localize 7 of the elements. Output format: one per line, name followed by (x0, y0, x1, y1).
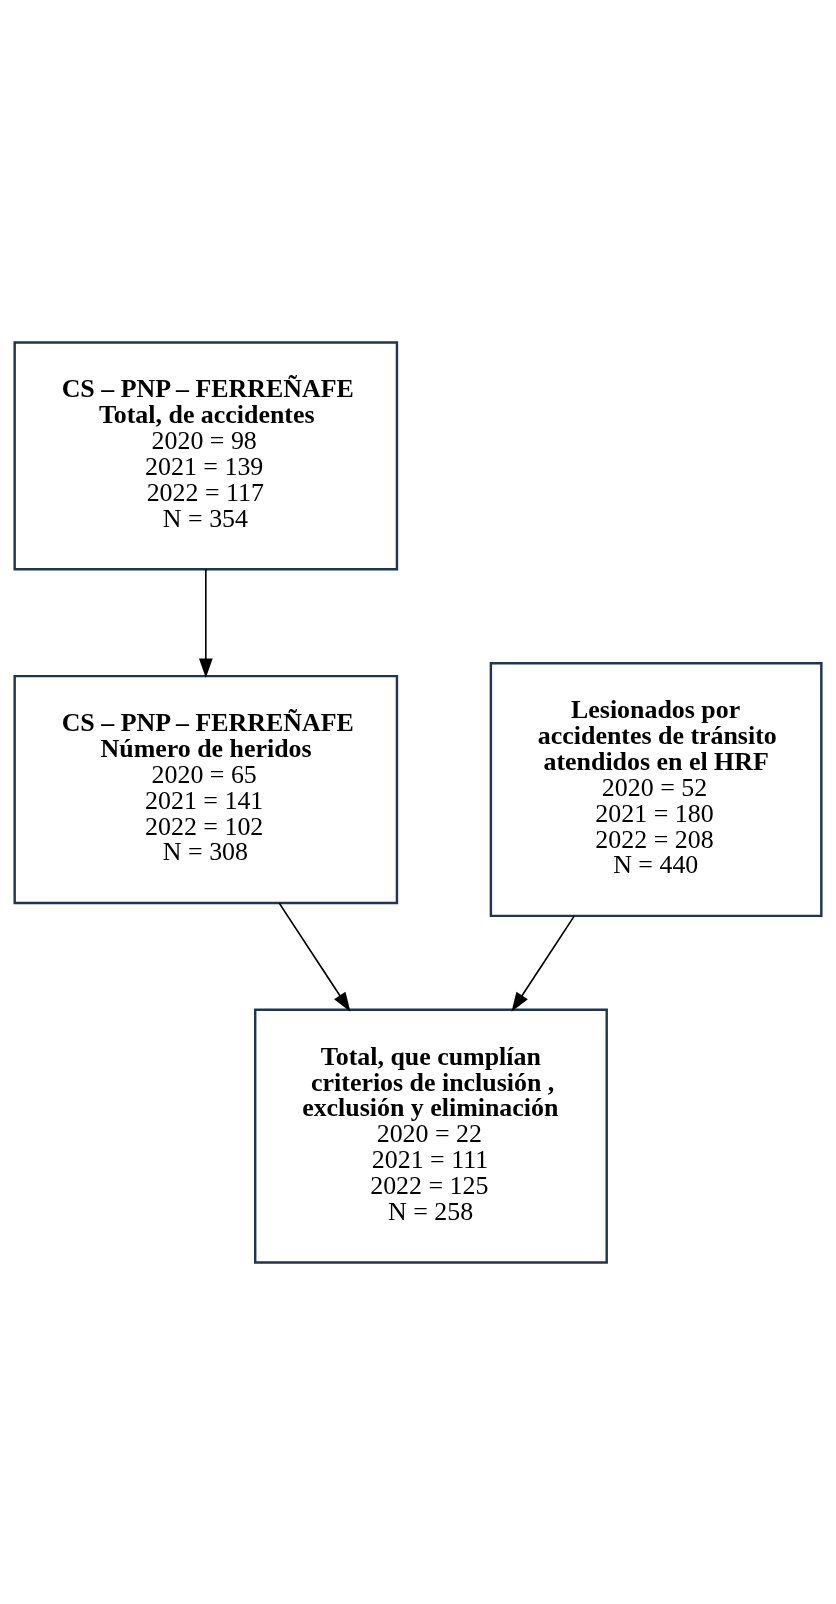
node-box: Total, que cumplían criterios de inclusión , exclusión y eliminación 2020 = 22 2021 = 111 2022 = 125 N = 258 (254, 1008, 608, 1264)
node-box: Lesionados por accidentes de tránsito atendidos en el HRF 2020 = 52 2021 = 180 2022 = 208 N = 440 (489, 661, 823, 917)
node-box: CS – PNP – FERREÑAFE Total, de accidentes 2020 = 98 2021 = 139 2022 = 117 N = 354 (13, 340, 399, 570)
arrow (199, 568, 213, 678)
arrow (511, 914, 575, 1012)
arrow (278, 901, 351, 1012)
node-box: CS – PNP – FERREÑAFE Número de heridos 2020 = 65 2021 = 141 2022 = 102 N = 308 (13, 674, 399, 904)
